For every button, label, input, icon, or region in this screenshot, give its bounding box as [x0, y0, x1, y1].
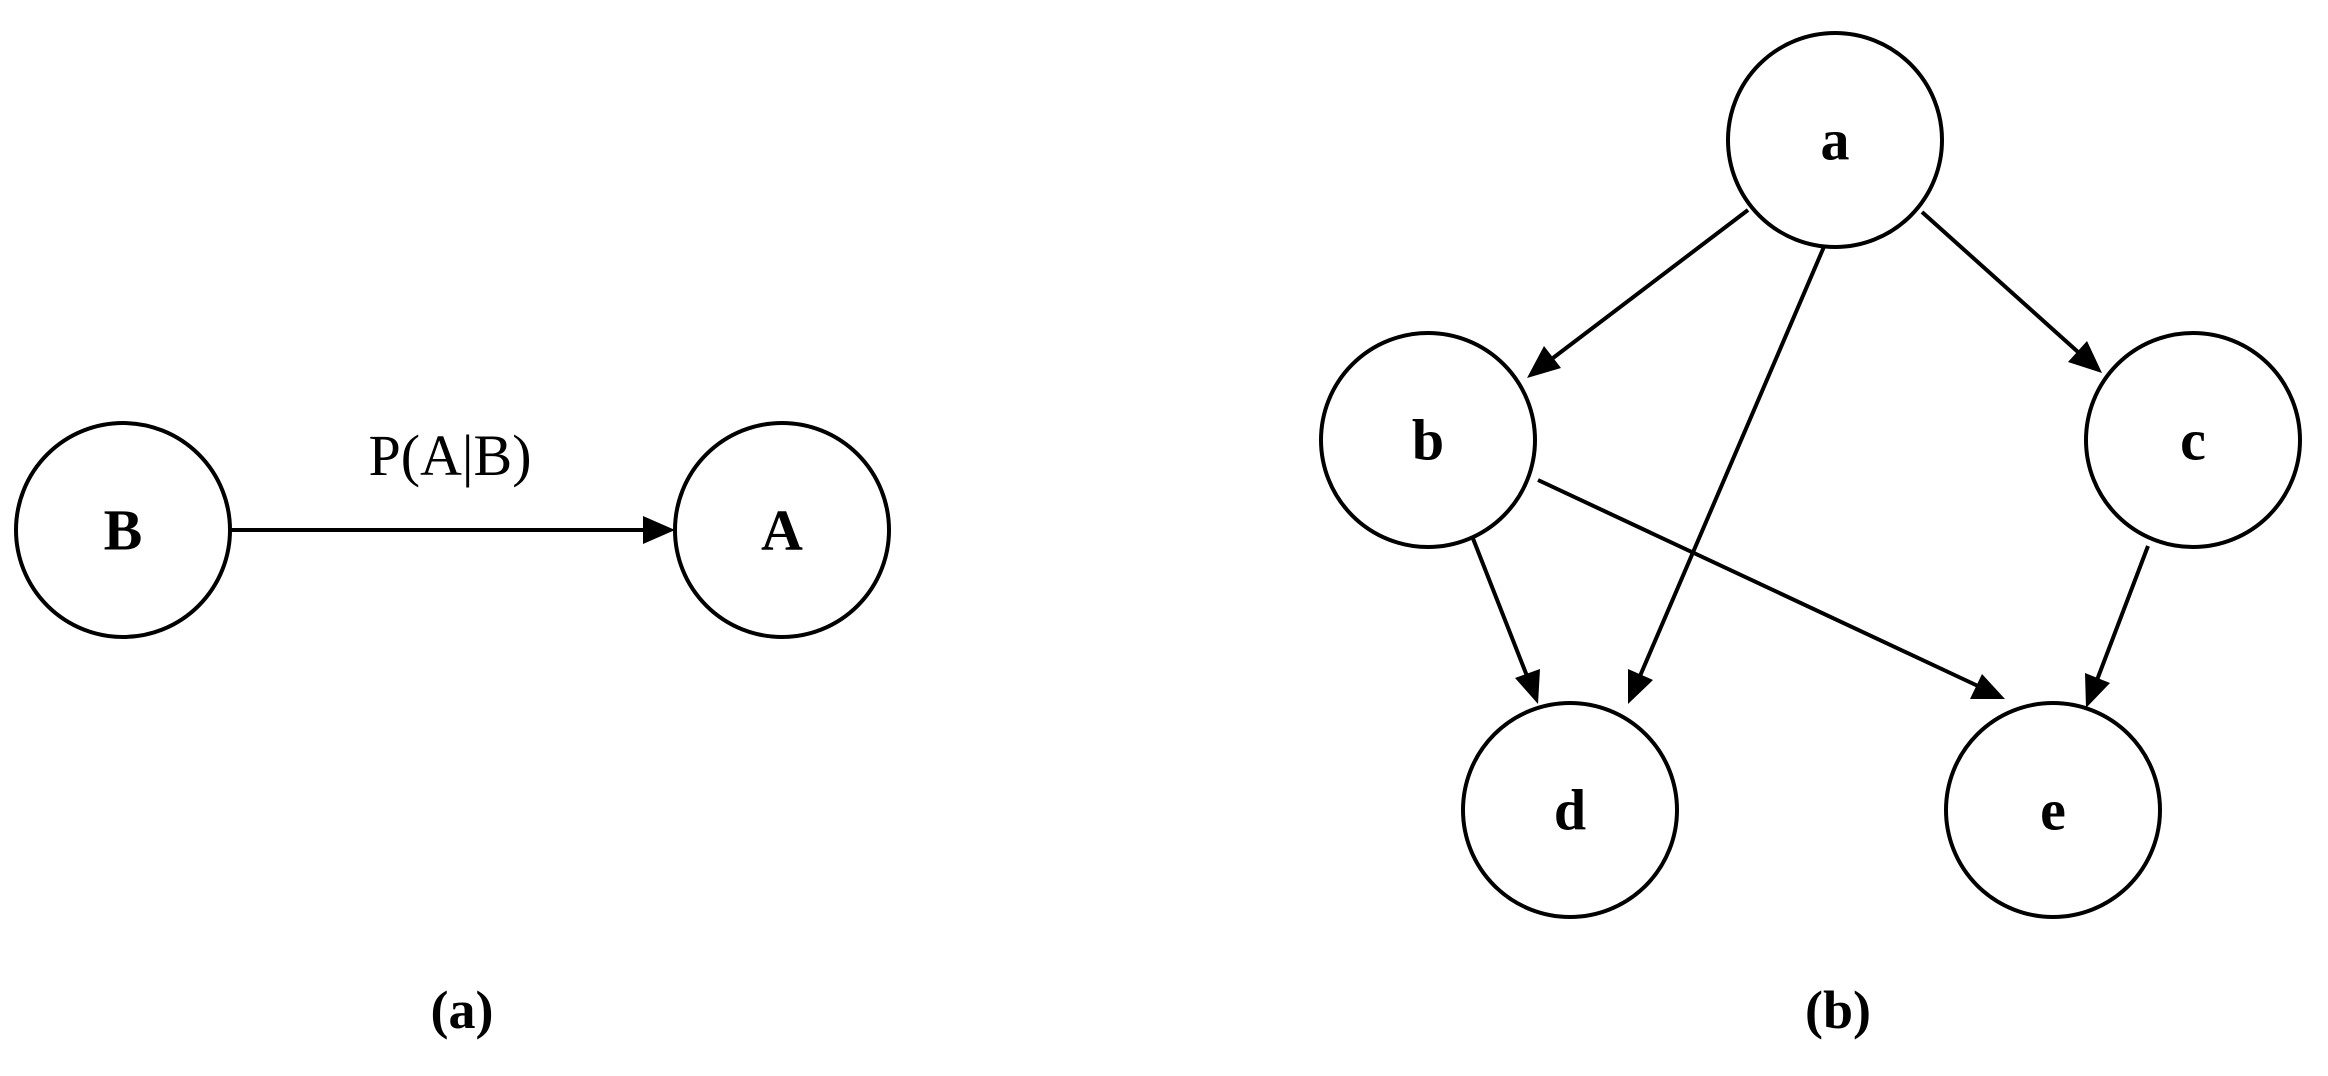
node-B — [14, 421, 232, 639]
edge-c-e — [2095, 545, 2150, 681]
arrowhead-b-e — [1970, 674, 2005, 699]
caption-a: (a) — [431, 980, 494, 1040]
node-label-d: d — [1554, 778, 1586, 843]
node-e — [1944, 701, 2162, 919]
node-d — [1461, 701, 1679, 919]
arrowhead-a-b — [1527, 346, 1561, 378]
arrowhead-B-A — [643, 516, 675, 544]
edge-a-d — [1638, 241, 1828, 677]
node-label-c: c — [2180, 408, 2206, 473]
edge-a-c — [1920, 210, 2080, 354]
panel-a: P(A|B) B A (a) — [14, 421, 891, 1040]
node-label-b: b — [1412, 408, 1444, 473]
node-label-a: a — [1821, 108, 1850, 173]
node-a — [1726, 31, 1944, 249]
edge-a-b — [1551, 208, 1750, 360]
edge-b-d — [1470, 535, 1529, 677]
node-b — [1319, 331, 1537, 549]
edge-label-P-A-given-B: P(A|B) — [368, 423, 531, 488]
caption-b: (b) — [1805, 980, 1871, 1040]
node-A — [673, 421, 891, 639]
arrowhead-a-c — [2068, 341, 2102, 373]
node-c — [2084, 331, 2302, 549]
arrowhead-c-e — [2085, 673, 2110, 708]
node-label-e: e — [2040, 778, 2066, 843]
node-label-B: B — [104, 498, 143, 563]
panel-b: a b c d e (b) — [1319, 31, 2302, 1040]
arrowhead-b-d — [1515, 669, 1540, 704]
edge-b-e — [1537, 478, 1979, 688]
node-label-A: A — [761, 498, 803, 563]
arrowhead-a-d — [1628, 669, 1653, 704]
